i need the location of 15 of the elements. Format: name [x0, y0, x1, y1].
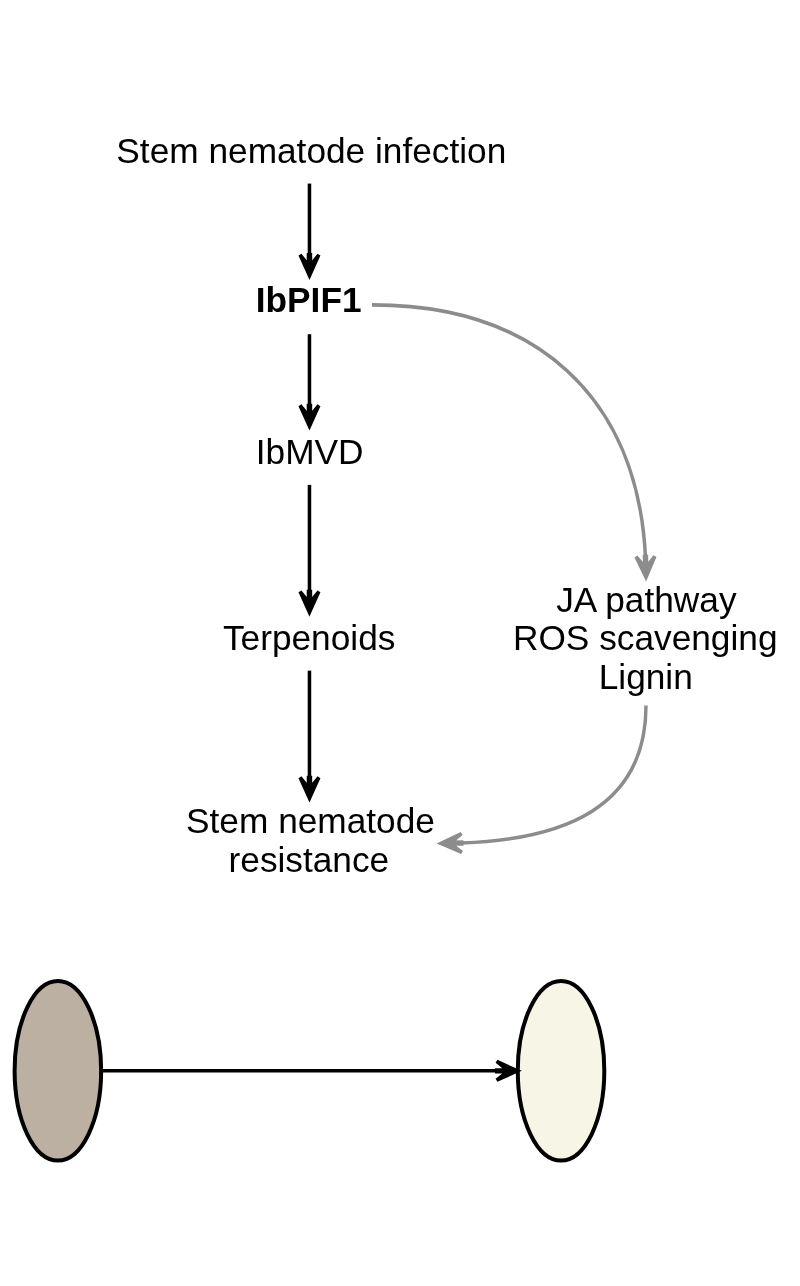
- node-ellipse: [12, 979, 104, 1163]
- arrow: [439, 705, 648, 855]
- arrow: [298, 670, 321, 801]
- node-text: IbPIF1: [255, 280, 362, 320]
- arrow: [101, 1059, 520, 1082]
- arrow: [298, 183, 321, 278]
- node-ellipse: [515, 979, 607, 1163]
- arrow: [298, 334, 321, 429]
- node-text: JA pathway ROS scavenging Lignin: [512, 579, 778, 696]
- arrow: [298, 484, 321, 615]
- arrow: [371, 303, 657, 580]
- node-text: Terpenoids: [222, 618, 396, 658]
- node-text: Stem nematode resistance: [186, 801, 435, 879]
- node-text: IbMVD: [255, 432, 364, 472]
- node-text: Stem nematode infection: [116, 131, 507, 171]
